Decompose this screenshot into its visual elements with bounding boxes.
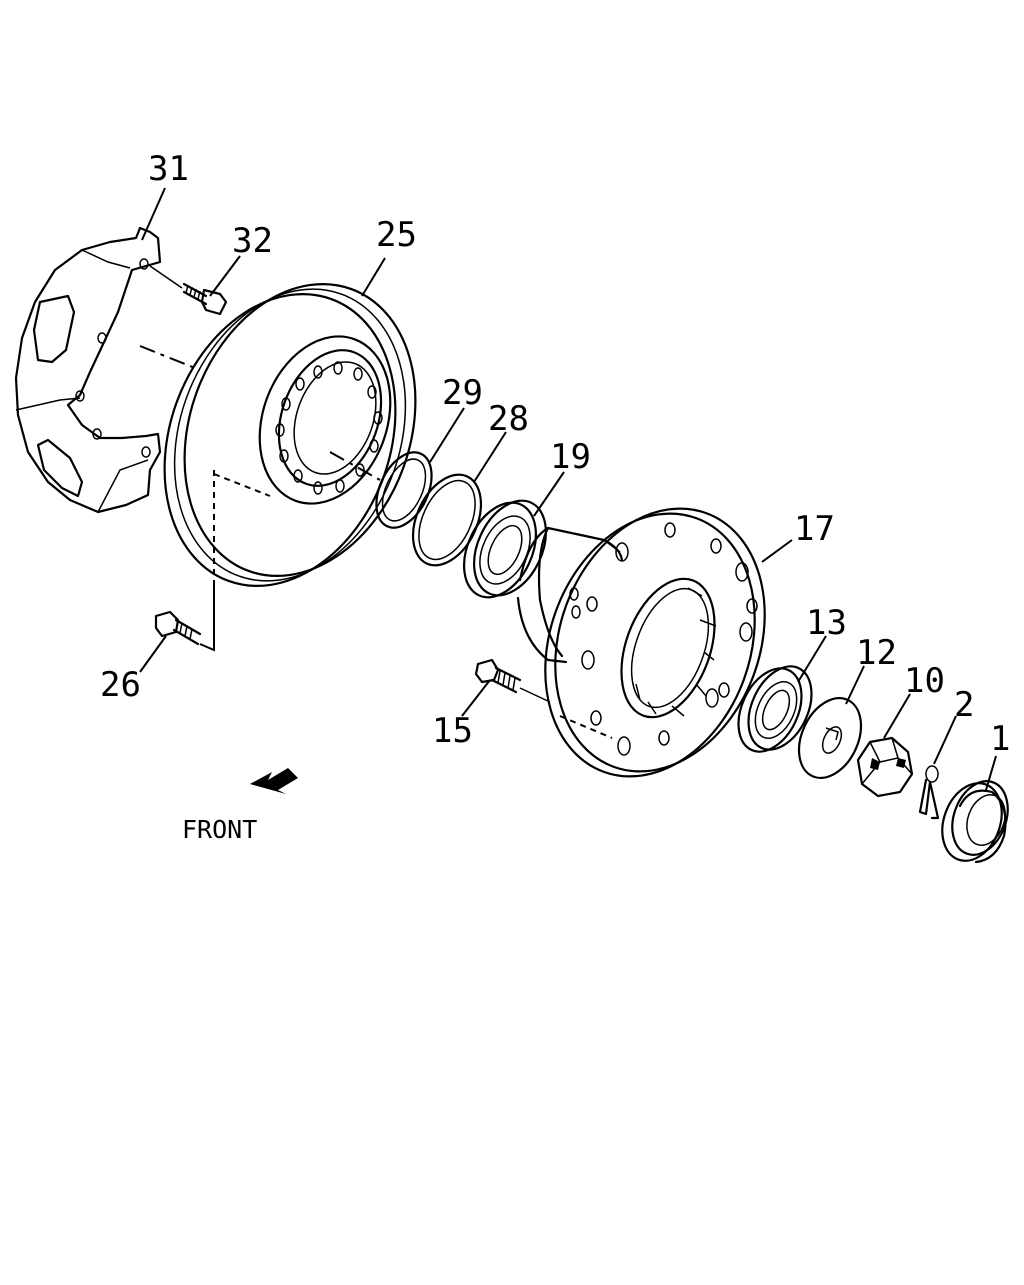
callout-28: 28 [488, 399, 529, 439]
front-direction-indicator: FRONT [182, 768, 298, 844]
hub-bolt-holes [569, 522, 758, 756]
callout-10: 10 [904, 661, 945, 701]
callout-leaders [139, 187, 997, 791]
callout-31: 31 [148, 149, 189, 189]
disc-bolt-part [154, 470, 271, 652]
grease-cap-part [941, 780, 1009, 864]
front-label: FRONT [182, 815, 257, 844]
seal-ring-part [375, 451, 433, 529]
callout-26: 26 [100, 665, 141, 705]
callout-labels: 31 32 25 29 28 19 17 13 12 10 2 1 26 15 [100, 149, 1010, 759]
castle-nut-part [856, 736, 914, 798]
callout-15: 15 [432, 711, 473, 751]
callout-19: 19 [550, 437, 591, 477]
callout-25: 25 [376, 215, 417, 255]
cotter-pin-part [918, 765, 940, 820]
dust-shield-part [14, 226, 162, 514]
callout-32: 32 [232, 221, 273, 261]
callout-13: 13 [806, 603, 847, 643]
callout-1: 1 [990, 719, 1010, 759]
callout-17: 17 [794, 509, 835, 549]
callout-29: 29 [442, 373, 483, 413]
shield-bolt-part [149, 265, 228, 316]
hub-stud-part [474, 658, 613, 739]
spacer-ring-part [411, 473, 483, 567]
front-arrow-icon [250, 768, 298, 794]
inner-bearing-part [463, 499, 547, 599]
callout-2: 2 [954, 685, 974, 725]
callout-12: 12 [856, 633, 897, 673]
brake-disc-part [139, 283, 417, 587]
wheel-hub-part [516, 507, 766, 778]
hub-ribs [635, 587, 717, 717]
outer-bearing-part [737, 665, 813, 753]
